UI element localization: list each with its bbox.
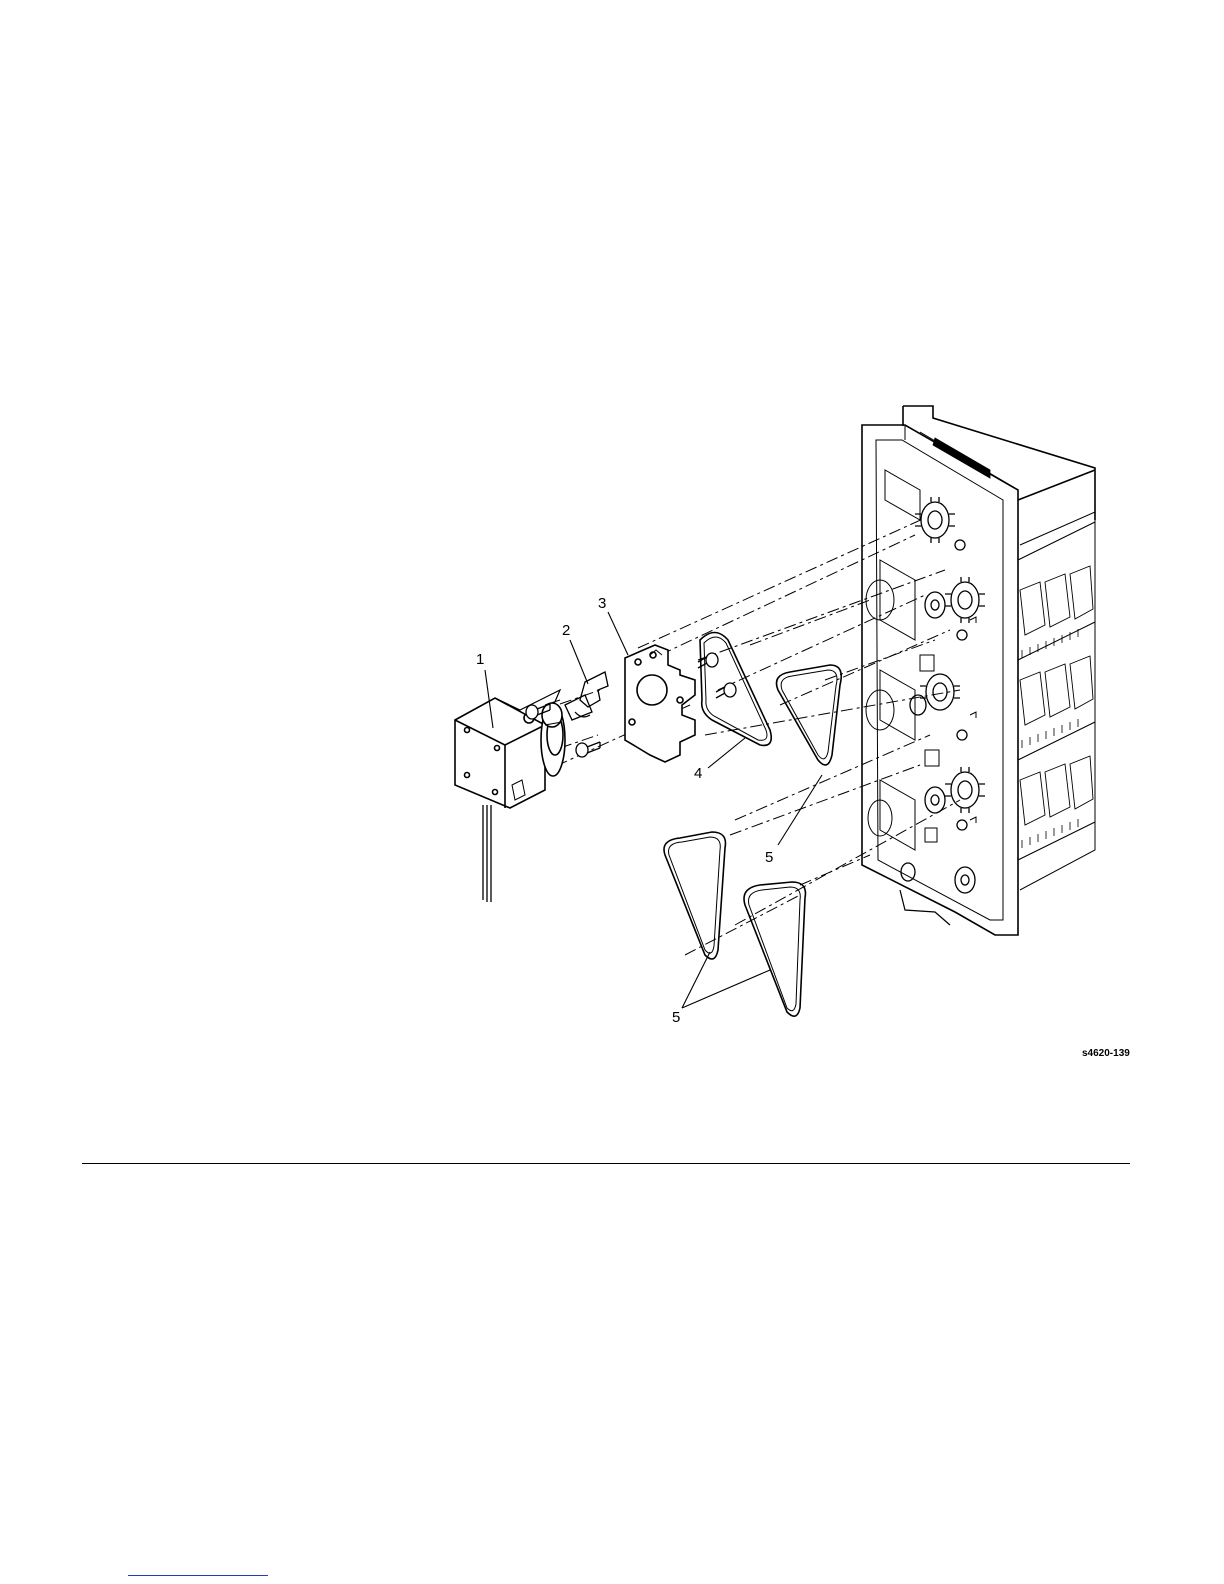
assembly-frame: [862, 406, 1095, 935]
callout-5-upper: 5: [765, 849, 773, 866]
callout-5-lower: 5: [672, 1009, 680, 1026]
footer-link-underline[interactable]: [128, 1575, 268, 1576]
belt-part-5-lower-left: [664, 832, 725, 959]
motor-part-1: [455, 690, 565, 902]
figure-id-label: s4620-139: [1082, 1048, 1130, 1059]
callout-3: 3: [598, 595, 606, 612]
belt-part-5-lower-right: [744, 882, 805, 1016]
belt-part-5-upper: [777, 665, 842, 765]
alignment-lines: [556, 518, 960, 955]
callout-4: 4: [694, 765, 702, 782]
frame-gears: [901, 497, 985, 893]
callout-2: 2: [562, 622, 570, 639]
bracket-part-3: [625, 645, 695, 762]
callout-1: 1: [476, 651, 484, 668]
horizontal-divider: [82, 1163, 1130, 1164]
